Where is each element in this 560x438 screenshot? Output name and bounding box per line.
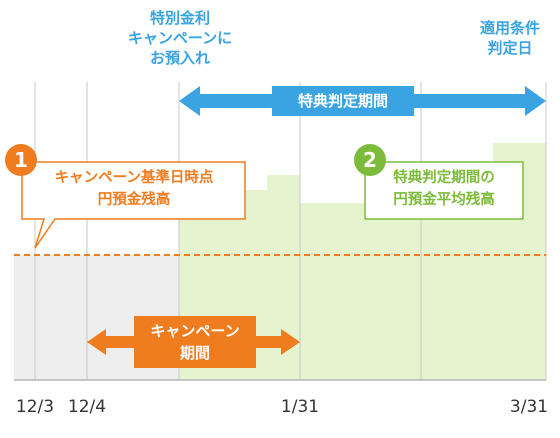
x-label-dec-3: 12/3 bbox=[15, 397, 55, 417]
callout-2-text: 特典判定期間の 円預金平均残高 bbox=[393, 170, 495, 208]
header-condition-apply-date: 適用条件 判定日 bbox=[479, 19, 540, 57]
vertical-gridlines bbox=[34, 82, 547, 380]
callout-1-text: キャンペーン基準日時点 円預金残高 bbox=[54, 170, 214, 208]
campaign-period-label: キャンペーン 期間 bbox=[134, 316, 256, 368]
benefit-period-label: 特典判定期間 bbox=[272, 86, 414, 116]
callout-1-box bbox=[21, 161, 246, 249]
callout-2-box bbox=[364, 161, 524, 220]
x-label-jan-31: 1/31 bbox=[280, 397, 320, 417]
callout-1-badge: 1 bbox=[5, 144, 37, 176]
x-label-mar-31: 3/31 bbox=[509, 397, 549, 417]
x-label-dec-4: 12/4 bbox=[67, 397, 107, 417]
callout-2-badge: 2 bbox=[354, 144, 386, 176]
header-special-rate-deposit: 特別金利 キャンペーンに お預入れ bbox=[127, 9, 233, 67]
